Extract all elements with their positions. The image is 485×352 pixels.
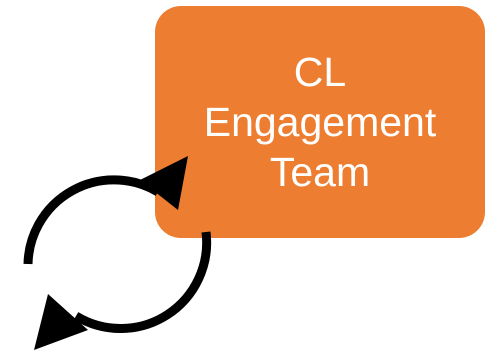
cycle-lower-arrowhead-icon (34, 294, 88, 350)
team-box-label-line-1: CL (293, 48, 347, 95)
cycle-upper-arrowhead-icon (140, 156, 188, 210)
team-box-label: CL Engagement Team (204, 47, 437, 197)
cycle-lower-arc (73, 231, 212, 333)
team-box-label-line-2: Engagement (203, 98, 437, 145)
refresh-cycle-icon (23, 156, 212, 350)
team-box-label-line-3: Team (269, 149, 371, 195)
cycle-upper-arc (23, 175, 161, 265)
cl-engagement-team-box: CL Engagement Team (155, 6, 485, 238)
